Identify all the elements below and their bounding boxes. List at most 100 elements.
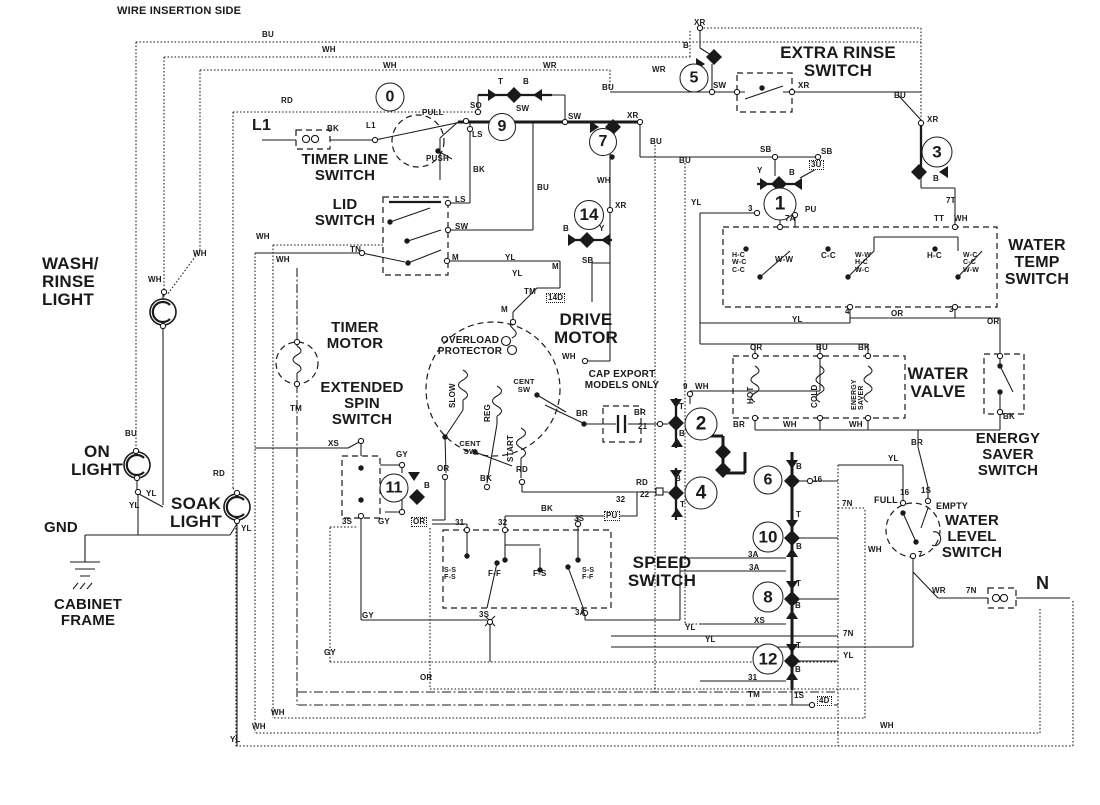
wire-label: OR [437,464,450,473]
circled-connector-7: 7 [589,128,617,156]
wire-label: S-S F-S [444,567,457,582]
wire-label: SB [760,145,772,154]
wire-label: XR [615,201,627,210]
circled-connector-4: 4 [684,476,718,510]
wire-label: SLOW [448,383,457,408]
wire-label: GY [396,450,408,459]
wire-label: WH [954,214,968,223]
wire-label: WH [562,352,576,361]
label-n-terminal: N [1036,573,1050,593]
wire-label: SW [516,104,530,113]
wire-label: B [683,41,689,50]
wire-label: BK [327,124,339,133]
wire-label: CENT SW [513,377,535,394]
wire-label: XR [694,18,706,27]
circled-connector-1: 1 [763,187,797,221]
wire-label: WH [868,545,882,554]
wire-label: W-W H-C W-C [855,252,872,274]
wire-label: 7N [843,629,854,638]
wire-label: XR [798,81,810,90]
circled-connector-3: 3 [921,136,953,168]
label-push: PUSH [426,154,450,163]
wire-label: WH [597,176,611,185]
label-timer-motor: TIMER MOTOR [326,319,384,352]
wire-label: CENT SW [459,439,481,456]
wire-label: SO [470,101,482,110]
wire-label: L1 [366,121,376,130]
wire-label: RD [213,469,225,478]
wire-label: 1S [794,691,805,700]
wire-label: GY [362,611,374,620]
water-temp-switch-box [722,226,998,308]
wire-label: B [675,474,681,483]
wire-label: WH [783,420,797,429]
wire-label: LS [455,195,466,204]
wire-label: XR [927,115,939,124]
wire-label: WH [252,722,266,731]
wire-label: TN [350,245,362,254]
wire-label: BR [634,408,646,417]
label-cabinet-frame: CABINET FRAME [53,596,123,629]
wire-label: TT [934,214,945,223]
wire-label: B [796,542,802,551]
capacitor-symbol [603,415,641,433]
wire-label: T [679,402,685,411]
wire-label: T [796,641,802,650]
label-cap-export-models-only: CAP EXPORT MODELS ONLY [584,369,660,391]
wire-label: BU [894,91,906,100]
wire-label: 16 [813,475,823,484]
terminal-nodes [132,24,1009,709]
wire-label: WH [383,61,397,70]
label-pull: PULL [422,108,444,117]
wire-label: 3 [748,204,753,213]
label-speed-switch: SPEED SWITCH [627,553,697,591]
wire-label: 22 [640,490,650,499]
wire-label: Y [757,166,763,175]
wire-label: TM [748,690,760,699]
boxed-label-14d: 14D [546,293,566,304]
wire-label: YL [691,198,702,207]
wire-label: RD [281,96,293,105]
wire-label: 3A [749,563,760,572]
wire-label: RD [516,465,528,474]
neutral-connector-box [987,587,1017,609]
label-gnd: GND [44,519,78,536]
wire-label: RD [636,478,648,487]
wire-label: B [796,462,802,471]
wire-label: F-F [488,569,502,578]
wire-label: REG [483,404,492,422]
wire-label: Y [599,224,605,233]
wire-label: XR [627,111,639,120]
wire-label: B [563,224,569,233]
lid-switch-box [382,196,449,276]
circled-connector-12: 12 [752,643,784,675]
wire-label: YL [792,315,803,324]
wire-label: GY [378,517,390,526]
wire-label: TM [290,404,302,413]
water-level-switch-outline [885,502,941,558]
wire-label: 7N [842,499,853,508]
wire-label: OR [891,309,904,318]
wire-label: WH [880,721,894,730]
wire-label: B [789,168,795,177]
wire-label: S-S F-F [582,567,595,582]
wire-label: OR [987,317,1000,326]
wire-label: WH [849,420,863,429]
wire-label: XS [754,616,766,625]
wire-label: B [795,665,801,674]
label-water-valve: WATER VALVE [907,364,969,402]
wire-label: YL [129,501,140,510]
supply-loop-wires [135,27,1074,747]
wire-label: BU [602,83,614,92]
contact-dots [358,85,1003,573]
energy-saver-switch-box [983,353,1025,415]
wire-label: YL [505,253,516,262]
label-empty: EMPTY [936,501,969,511]
wire-label: 4 [845,307,850,316]
label-water-level-switch: WATER LEVEL SWITCH [941,512,1003,561]
wire-label: T [498,77,504,86]
wire-label: OR [750,343,763,352]
wire-label: WH [276,255,290,264]
